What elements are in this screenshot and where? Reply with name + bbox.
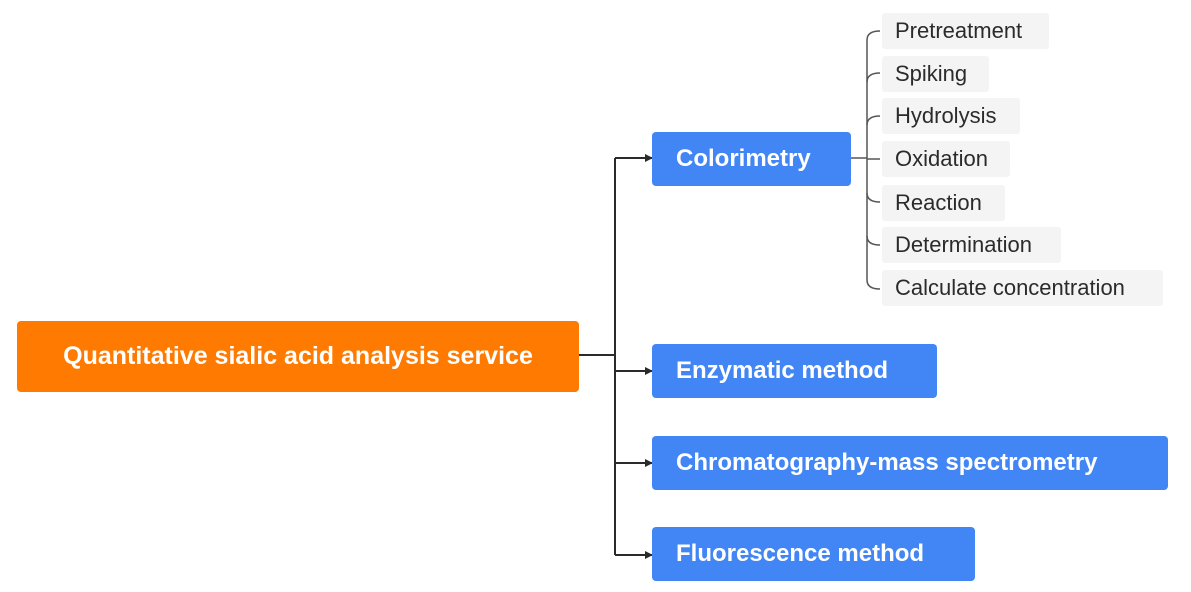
step-calculate-concentration: Calculate concentration (882, 270, 1163, 306)
step-oxidation: Oxidation (882, 141, 1010, 177)
method-colorimetry: Colorimetry (652, 132, 851, 186)
steps-bracket (866, 30, 881, 290)
method-chromatography-mass-spectrometry: Chromatography-mass spectrometry (652, 436, 1168, 490)
step-hydrolysis: Hydrolysis (882, 98, 1020, 134)
step-determination: Determination (882, 227, 1061, 263)
step-reaction: Reaction (882, 185, 1005, 221)
step-spiking: Spiking (882, 56, 989, 92)
root-node: Quantitative sialic acid analysis servic… (17, 321, 579, 392)
method-enzymatic: Enzymatic method (652, 344, 937, 398)
method-fluorescence: Fluorescence method (652, 527, 975, 581)
step-ticks (866, 72, 881, 246)
step-pretreatment: Pretreatment (882, 13, 1049, 49)
